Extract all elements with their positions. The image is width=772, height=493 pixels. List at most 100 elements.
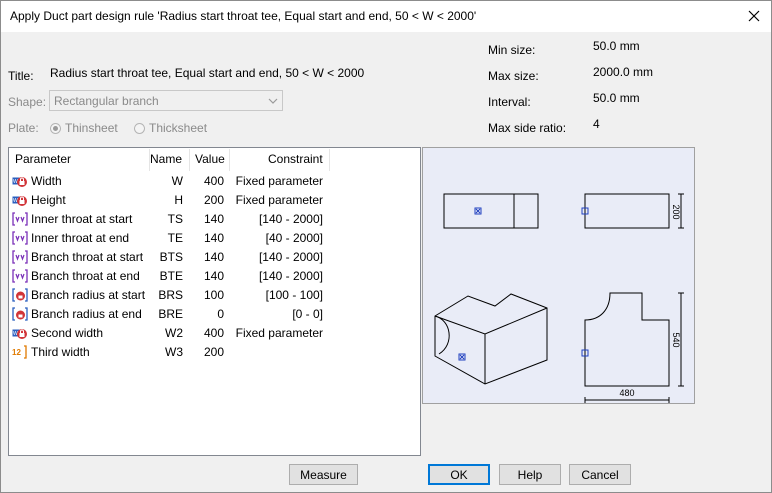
cancel-button[interactable]: Cancel [569, 464, 631, 485]
title-bar: Apply Duct part design rule 'Radius star… [1, 1, 771, 32]
cell-value: 200 [203, 345, 224, 359]
svg-text:W: W [13, 179, 18, 185]
table-row[interactable]: Branch throat at start BTS 140 [140 - 2000] [9, 248, 420, 267]
cell-parameter: Inner throat at end [31, 231, 130, 245]
cell-parameter: Inner throat at start [31, 212, 133, 226]
range-parameter-icon [12, 268, 28, 284]
max-side-ratio-label: Max side ratio: [488, 121, 567, 135]
cell-parameter: Branch radius at end [31, 307, 142, 321]
plan-view-shape [584, 292, 670, 387]
dimension-label-200: 200 [671, 204, 681, 219]
table-row[interactable]: Branch radius at end BRE 0 [0 - 0] [9, 305, 420, 324]
column-header-constraint[interactable]: Constraint [268, 152, 323, 166]
cell-value: 0 [217, 307, 224, 321]
fixed-parameter-icon: W [12, 173, 28, 189]
svg-text:W: W [13, 331, 18, 337]
dimension-label-540: 540 [671, 332, 681, 347]
fixed-parameter-icon: W [12, 325, 28, 341]
cell-parameter: Width [31, 174, 62, 188]
cell-value: 400 [203, 174, 224, 188]
plate-radio-thinsheet[interactable]: Thinsheet [50, 121, 118, 135]
cell-constraint: [100 - 100] [265, 288, 323, 302]
chevron-down-icon [263, 91, 282, 110]
cell-name: TE [167, 231, 183, 245]
close-button[interactable] [743, 6, 765, 26]
cell-parameter: Second width [31, 326, 104, 340]
cell-parameter: Branch throat at start [31, 250, 144, 264]
cell-parameter: Third width [31, 345, 90, 359]
cell-constraint: [0 - 0] [292, 307, 323, 321]
table-row[interactable]: Branch radius at start BRS 100 [100 - 100] [9, 286, 420, 305]
column-divider [149, 149, 150, 171]
max-side-ratio-value: 4 [593, 117, 600, 131]
cell-name: BTE [159, 269, 183, 283]
cell-name: H [174, 193, 183, 207]
connection-marker-icon [581, 207, 589, 215]
ok-button[interactable]: OK [428, 464, 490, 485]
cell-constraint: [140 - 2000] [258, 269, 323, 283]
cell-name: BRE [158, 307, 183, 321]
cell-value: 400 [203, 326, 224, 340]
cell-constraint: Fixed parameter [235, 174, 323, 188]
column-header-value[interactable]: Value [195, 152, 225, 166]
top-view-shape [443, 193, 539, 229]
cell-constraint: [140 - 2000] [258, 250, 323, 264]
iso-view-shape [434, 293, 548, 385]
preview-panel: 200 540 480 [422, 147, 695, 404]
side-view-shape [584, 193, 670, 229]
max-size-value: 2000.0 mm [593, 65, 654, 79]
cell-name: W [171, 174, 183, 188]
table-row[interactable]: W Height H 200 Fixed parameter [9, 191, 420, 210]
shape-select[interactable]: Rectangular branch [49, 90, 283, 111]
cell-name: W2 [165, 326, 183, 340]
table-row[interactable]: W Width W 400 Fixed parameter [9, 172, 420, 191]
range-parameter-icon [12, 211, 28, 227]
cell-constraint: Fixed parameter [235, 193, 323, 207]
shape-label: Shape: [8, 95, 47, 109]
duct-preview-drawing: 200 540 480 [434, 193, 684, 403]
title-label: Title: [8, 69, 34, 83]
cell-constraint: [40 - 2000] [265, 231, 323, 245]
connection-marker-icon [474, 207, 482, 215]
interval-label: Interval: [488, 95, 531, 109]
plate-option-thicksheet: Thicksheet [149, 121, 208, 135]
window-title: Apply Duct part design rule 'Radius star… [10, 9, 477, 23]
interval-value: 50.0 mm [593, 91, 640, 105]
radio-selected-icon [50, 122, 61, 134]
table-row[interactable]: Branch throat at end BTE 140 [140 - 2000] [9, 267, 420, 286]
plate-radio-thicksheet[interactable]: Thicksheet [134, 121, 207, 135]
title-value: Radius start throat tee, Equal start and… [50, 66, 365, 80]
cell-name: TS [167, 212, 183, 226]
dimension-label-480: 480 [619, 388, 634, 398]
range-parameter-icon [12, 249, 28, 265]
column-header-parameter[interactable]: Parameter [15, 152, 72, 166]
plate-label: Plate: [8, 121, 39, 135]
cell-value: 140 [203, 231, 224, 245]
column-header-name[interactable]: Name [150, 152, 183, 166]
connection-marker-icon [458, 353, 466, 361]
cell-parameter: Branch throat at end [31, 269, 140, 283]
cell-name: BTS [159, 250, 183, 264]
cell-value: 200 [203, 193, 224, 207]
min-size-value: 50.0 mm [593, 39, 640, 53]
svg-text:W: W [13, 198, 18, 204]
min-size-label: Min size: [488, 43, 536, 57]
cell-value: 140 [203, 269, 224, 283]
cell-value: 100 [203, 288, 224, 302]
table-row[interactable]: Inner throat at end TE 140 [40 - 2000] [9, 229, 420, 248]
radius-parameter-icon [12, 306, 28, 322]
cell-parameter: Height [31, 193, 66, 207]
fixed-parameter-icon: W [12, 192, 28, 208]
cell-parameter: Branch radius at start [31, 288, 146, 302]
cell-value: 140 [203, 250, 224, 264]
cell-name: BRS [158, 288, 183, 302]
radio-unselected-icon [134, 122, 145, 134]
cell-constraint: [140 - 2000] [258, 212, 323, 226]
measure-button[interactable]: Measure [289, 464, 358, 485]
help-button[interactable]: Help [499, 464, 561, 485]
